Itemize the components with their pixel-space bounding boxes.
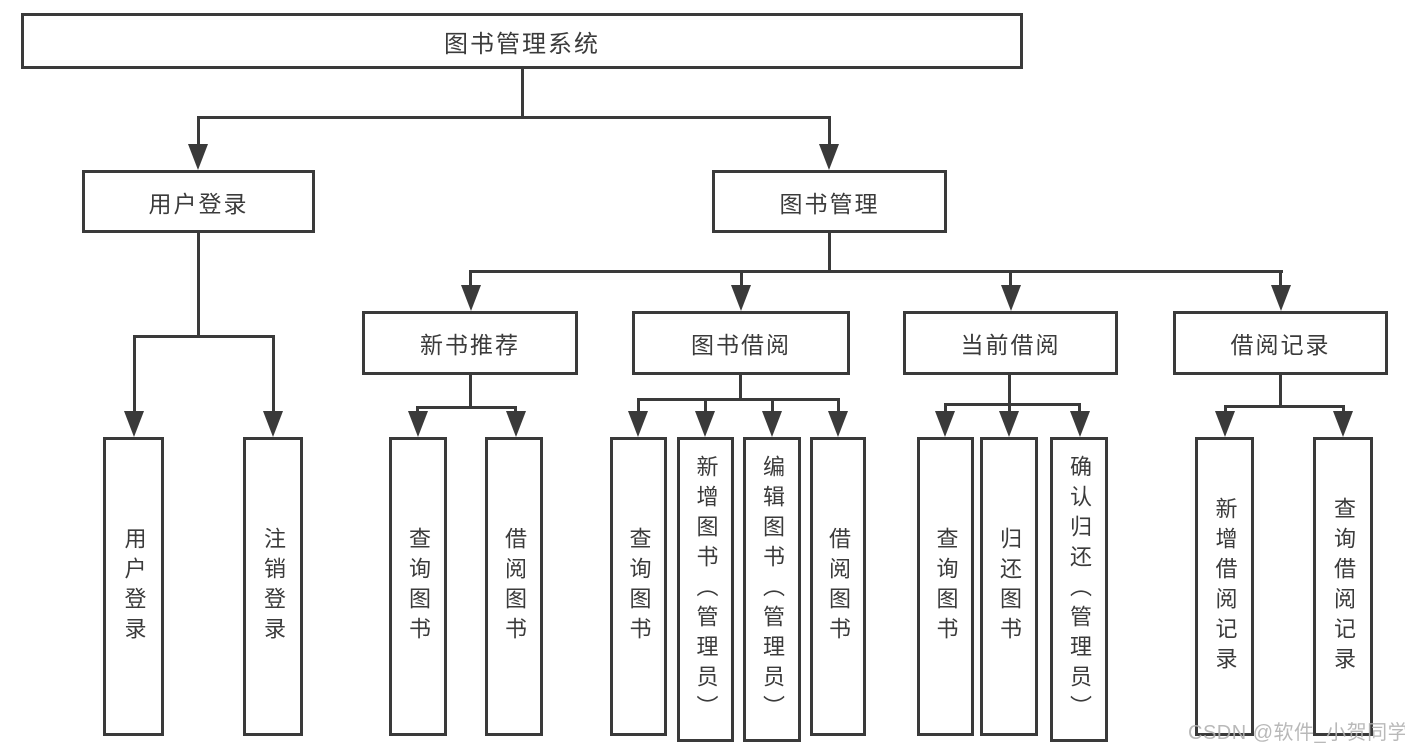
arrow-down-icon (124, 411, 144, 437)
connector-login-hline (133, 335, 275, 338)
connector-current-drop (1008, 375, 1011, 406)
connector-bookmgmt-shaft (828, 116, 831, 144)
leaf-query-books-current: 查询图书 (917, 437, 974, 736)
arrow-down-icon (819, 144, 839, 170)
connector-borrow-c3-shaft (771, 398, 774, 411)
connector-record-drop (1279, 375, 1282, 407)
arrow-down-icon (1070, 411, 1090, 437)
leaf-query-borrow-record: 查询借阅记录 (1313, 437, 1373, 736)
arrow-down-icon (999, 411, 1019, 437)
arrow-down-icon (408, 411, 428, 437)
connector-record-hline (1224, 405, 1344, 408)
node-new-book-recommend: 新书推荐 (362, 311, 578, 375)
connector-login-drop (197, 233, 200, 337)
node-current-borrow: 当前借阅 (903, 311, 1118, 375)
connector-current-c3-shaft (1078, 403, 1081, 411)
connector-login-child2-shaft (272, 335, 275, 411)
arrow-down-icon (1271, 285, 1291, 311)
connector-newbook-c1-shaft (416, 406, 419, 412)
connector-record-c2-shaft (1342, 405, 1345, 412)
leaf-add-borrow-record: 新增借阅记录 (1195, 437, 1254, 736)
arrow-down-icon (935, 411, 955, 437)
connector-borrow-hline (637, 398, 840, 401)
arrow-down-icon (828, 411, 848, 437)
arrow-down-icon (731, 285, 751, 311)
node-book-borrow: 图书借阅 (632, 311, 850, 375)
connector-current-c2-shaft (1008, 403, 1011, 411)
leaf-user-login: 用户登录 (103, 437, 164, 736)
connector-borrow-drop (739, 375, 742, 400)
leaf-borrow-books-recommend: 借阅图书 (485, 437, 543, 736)
connector-borrow-c4-shaft (837, 398, 840, 411)
connector-root-drop (521, 69, 524, 118)
connector-current-hline (944, 403, 1081, 406)
leaf-logout: 注销登录 (243, 437, 303, 736)
connector-login-child1-shaft (133, 335, 136, 411)
connector-level3-hline (469, 270, 1283, 273)
leaf-query-books-recommend: 查询图书 (389, 437, 447, 736)
connector-current-c1-shaft (944, 403, 947, 411)
arrow-down-icon (1333, 411, 1353, 437)
connector-l3-shaft-1 (469, 270, 472, 285)
arrow-down-icon (461, 285, 481, 311)
node-user-login: 用户登录 (82, 170, 315, 233)
leaf-confirm-return-admin: 确认归还（管理员） (1050, 437, 1108, 742)
node-borrow-record: 借阅记录 (1173, 311, 1388, 375)
leaf-edit-books-admin: 编辑图书（管理员） (743, 437, 801, 742)
arrow-down-icon (506, 411, 526, 437)
connector-newbook-c2-shaft (514, 406, 517, 412)
arrow-down-icon (762, 411, 782, 437)
leaf-add-books-admin: 新增图书（管理员） (677, 437, 734, 742)
leaf-return-books: 归还图书 (980, 437, 1038, 736)
arrow-down-icon (1215, 411, 1235, 437)
connector-newbook-hline (416, 406, 517, 409)
node-book-management: 图书管理 (712, 170, 947, 233)
leaf-borrow-books: 借阅图书 (810, 437, 866, 736)
connector-l3-shaft-3 (1009, 270, 1012, 285)
connector-borrow-c1-shaft (637, 398, 640, 411)
arrow-down-icon (628, 411, 648, 437)
connector-userlogin-shaft (197, 116, 200, 144)
arrow-down-icon (263, 411, 283, 437)
node-root-library-system: 图书管理系统 (21, 13, 1023, 69)
arrow-down-icon (188, 144, 208, 170)
csdn-watermark: CSDN @软件_小贺同学 (1188, 722, 1405, 744)
arrow-down-icon (1001, 285, 1021, 311)
connector-level2-hline (197, 116, 831, 119)
connector-l3-shaft-4 (1279, 270, 1282, 285)
leaf-query-books-borrow: 查询图书 (610, 437, 667, 736)
connector-newbook-drop (469, 375, 472, 408)
connector-record-c1-shaft (1224, 405, 1227, 412)
connector-borrow-c2-shaft (704, 398, 707, 411)
connector-l3-shaft-2 (740, 270, 743, 285)
arrow-down-icon (695, 411, 715, 437)
connector-mgmt-drop (828, 233, 831, 272)
